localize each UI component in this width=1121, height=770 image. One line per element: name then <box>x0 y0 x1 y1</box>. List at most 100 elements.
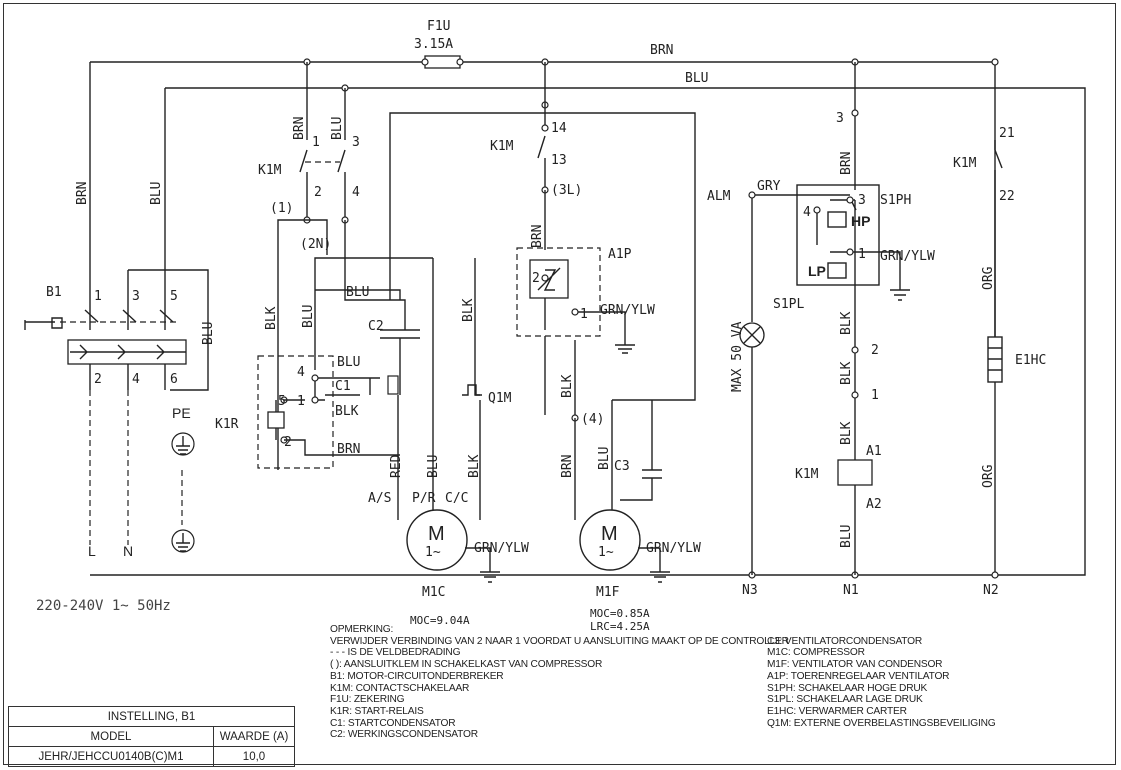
legend-item: C1: STARTCONDENSATOR <box>330 717 456 729</box>
coil-a1: A1 <box>866 444 882 459</box>
k1m-terminal-2: 2 <box>314 185 322 200</box>
coil-brn-label: BRN <box>839 152 854 175</box>
notes-heading: OPMERKING: <box>330 624 394 635</box>
motor-m1c <box>406 509 500 583</box>
coil-terminal-2: 2 <box>871 343 879 358</box>
k1r-terminal-4: 4 <box>297 365 305 380</box>
label-k1m-right: K1M <box>953 156 977 171</box>
legend-notes: OPMERKING: VERWIJDER VERBINDING VAN 2 NA… <box>330 624 1110 741</box>
m1c-moc: MOC=9.04A <box>410 614 470 627</box>
label-l: L <box>88 543 96 559</box>
coil-blk-label-3: BLK <box>839 421 854 445</box>
legend-item: ( ): AANSLUITKLEM IN SCHAKELKAST VAN COM… <box>330 659 603 671</box>
alm-gry-label: GRY <box>757 179 781 194</box>
table-row: JEHR/JEHCCU0140B(C)M1 10,0 <box>8 746 295 767</box>
coil-terminal-3: 3 <box>836 111 844 126</box>
label-f1u: F1U <box>427 19 450 34</box>
settings-title: INSTELLING, B1 <box>8 706 295 727</box>
b1-terminal-3: 3 <box>132 289 140 304</box>
k1r-blk-left-label: BLK <box>264 306 279 330</box>
legend-item: S1PL: SCHAKELAAR LAGE DRUK <box>767 694 923 706</box>
k1r-brn-label: BRN <box>337 442 360 457</box>
label-k1r: K1R <box>215 417 239 432</box>
m1c-terminal-cc: C/C <box>445 491 468 506</box>
k1m-aux-14: 14 <box>551 121 567 136</box>
legend-item: E1HC: VERWARMER CARTER <box>767 705 907 717</box>
m1c-terminal-as: A/S <box>368 491 391 506</box>
diagram-frame <box>3 3 1116 765</box>
label-s1pl: S1PL <box>773 297 804 312</box>
legend-item: S1PH: SCHAKELAAR HOGE DRUK <box>767 682 928 694</box>
k1m-blu-label: BLU <box>330 117 345 140</box>
label-pe: PE <box>172 405 191 421</box>
label-left-brn: BRN <box>75 182 90 205</box>
label-b1: B1 <box>46 285 62 300</box>
s1ph-terminal-4: 4 <box>803 205 811 220</box>
legend-item: K1M: CONTACTSCHAKELAAR <box>330 682 470 694</box>
fan-blu-label: BLU <box>597 447 612 470</box>
legend-item: Q1M: EXTERNE OVERBELASTINGSBEVEILIGING <box>767 717 996 729</box>
settings-value-cell: 10,0 <box>213 746 295 767</box>
label-left-blu: BLU <box>149 182 164 205</box>
b1-terminal-2: 2 <box>94 372 102 387</box>
label-k1m-left: K1M <box>258 163 282 178</box>
k1r-terminal-2: 2 <box>284 435 292 450</box>
legend-item: M1C: COMPRESSOR <box>767 647 865 659</box>
neutral-n1: N1 <box>843 583 859 598</box>
k1m-terminal-4: 4 <box>352 185 360 200</box>
m1c-red-label: RED <box>389 454 404 478</box>
label-alm: ALM <box>707 189 731 204</box>
m1f-moc: MOC=0.85A <box>590 607 650 620</box>
neutral-n3: N3 <box>742 583 758 598</box>
label-bus-brn: BRN <box>650 43 673 58</box>
coil-terminal-1: 1 <box>871 388 879 403</box>
b1-terminal-5: 5 <box>170 289 178 304</box>
a1p-terminal-1: 1 <box>580 307 588 322</box>
m1c-blk-label: BLK <box>467 454 482 478</box>
k1r-terminal-5: 5 <box>278 394 286 409</box>
alarm-lamp <box>739 322 765 575</box>
label-n: N <box>123 543 133 559</box>
s1ph-earth-label: GRN/YLW <box>880 249 935 264</box>
b1-terminal-6: 6 <box>170 372 178 387</box>
heater-org-label-1: ORG <box>981 266 996 290</box>
m1f-symbol: M <box>601 523 618 545</box>
s1ph-terminal-3: 3 <box>858 193 866 208</box>
k1m-terminal-1: 1 <box>312 135 320 150</box>
b1-blu-wire-label: BLU <box>201 322 216 345</box>
m1c-terminal-pr: P/R <box>412 491 436 506</box>
label-m1c: M1C <box>422 585 445 600</box>
m1f-phase: 1~ <box>598 545 614 560</box>
label-e1hc: E1HC <box>1015 353 1046 368</box>
k1r-blk-label: BLK <box>335 404 359 419</box>
coil-k1m <box>837 62 873 575</box>
lamp-rating: MAX 50 VA <box>730 321 745 392</box>
a1p-terminal-2: 2 <box>532 271 540 286</box>
m1f-lrc: LRC=4.25A <box>590 620 650 633</box>
fan-blk-label: BLK <box>560 374 575 398</box>
m1f-ratings: MOC=0.85A LRC=4.25A <box>590 607 650 633</box>
breaker-b1 <box>24 269 209 545</box>
bus-junctions <box>303 58 999 579</box>
legend-item: C2: WERKINGSCONDENSATOR <box>330 729 478 741</box>
k1m-aux-13: 13 <box>551 153 567 168</box>
label-hp: HP <box>851 213 870 229</box>
legend-item: B1: MOTOR-CIRCUITONDERBREKER <box>330 670 504 682</box>
legend-item: A1P: TOERENREGELAAR VENTILATOR <box>767 670 950 682</box>
k1r-blu-label: BLU <box>337 355 360 370</box>
settings-header-value: WAARDE (A) <box>213 726 295 747</box>
legend-item: F1U: ZEKERING <box>330 694 405 706</box>
label-k1m-coil: K1M <box>795 467 819 482</box>
motor-m1f <box>579 509 670 583</box>
terminal-1-label: (1) <box>270 201 293 216</box>
b1-terminal-1: 1 <box>94 289 102 304</box>
s1ph-terminal-1: 1 <box>858 247 866 262</box>
label-c2: C2 <box>368 319 384 334</box>
coil-blk-label-2: BLK <box>839 361 854 385</box>
label-c1: C1 <box>335 379 351 394</box>
bus-wires <box>89 61 1086 576</box>
compressor-wiring <box>315 112 545 520</box>
b1-terminal-4: 4 <box>132 372 140 387</box>
k1m-aux-22: 22 <box>999 189 1015 204</box>
